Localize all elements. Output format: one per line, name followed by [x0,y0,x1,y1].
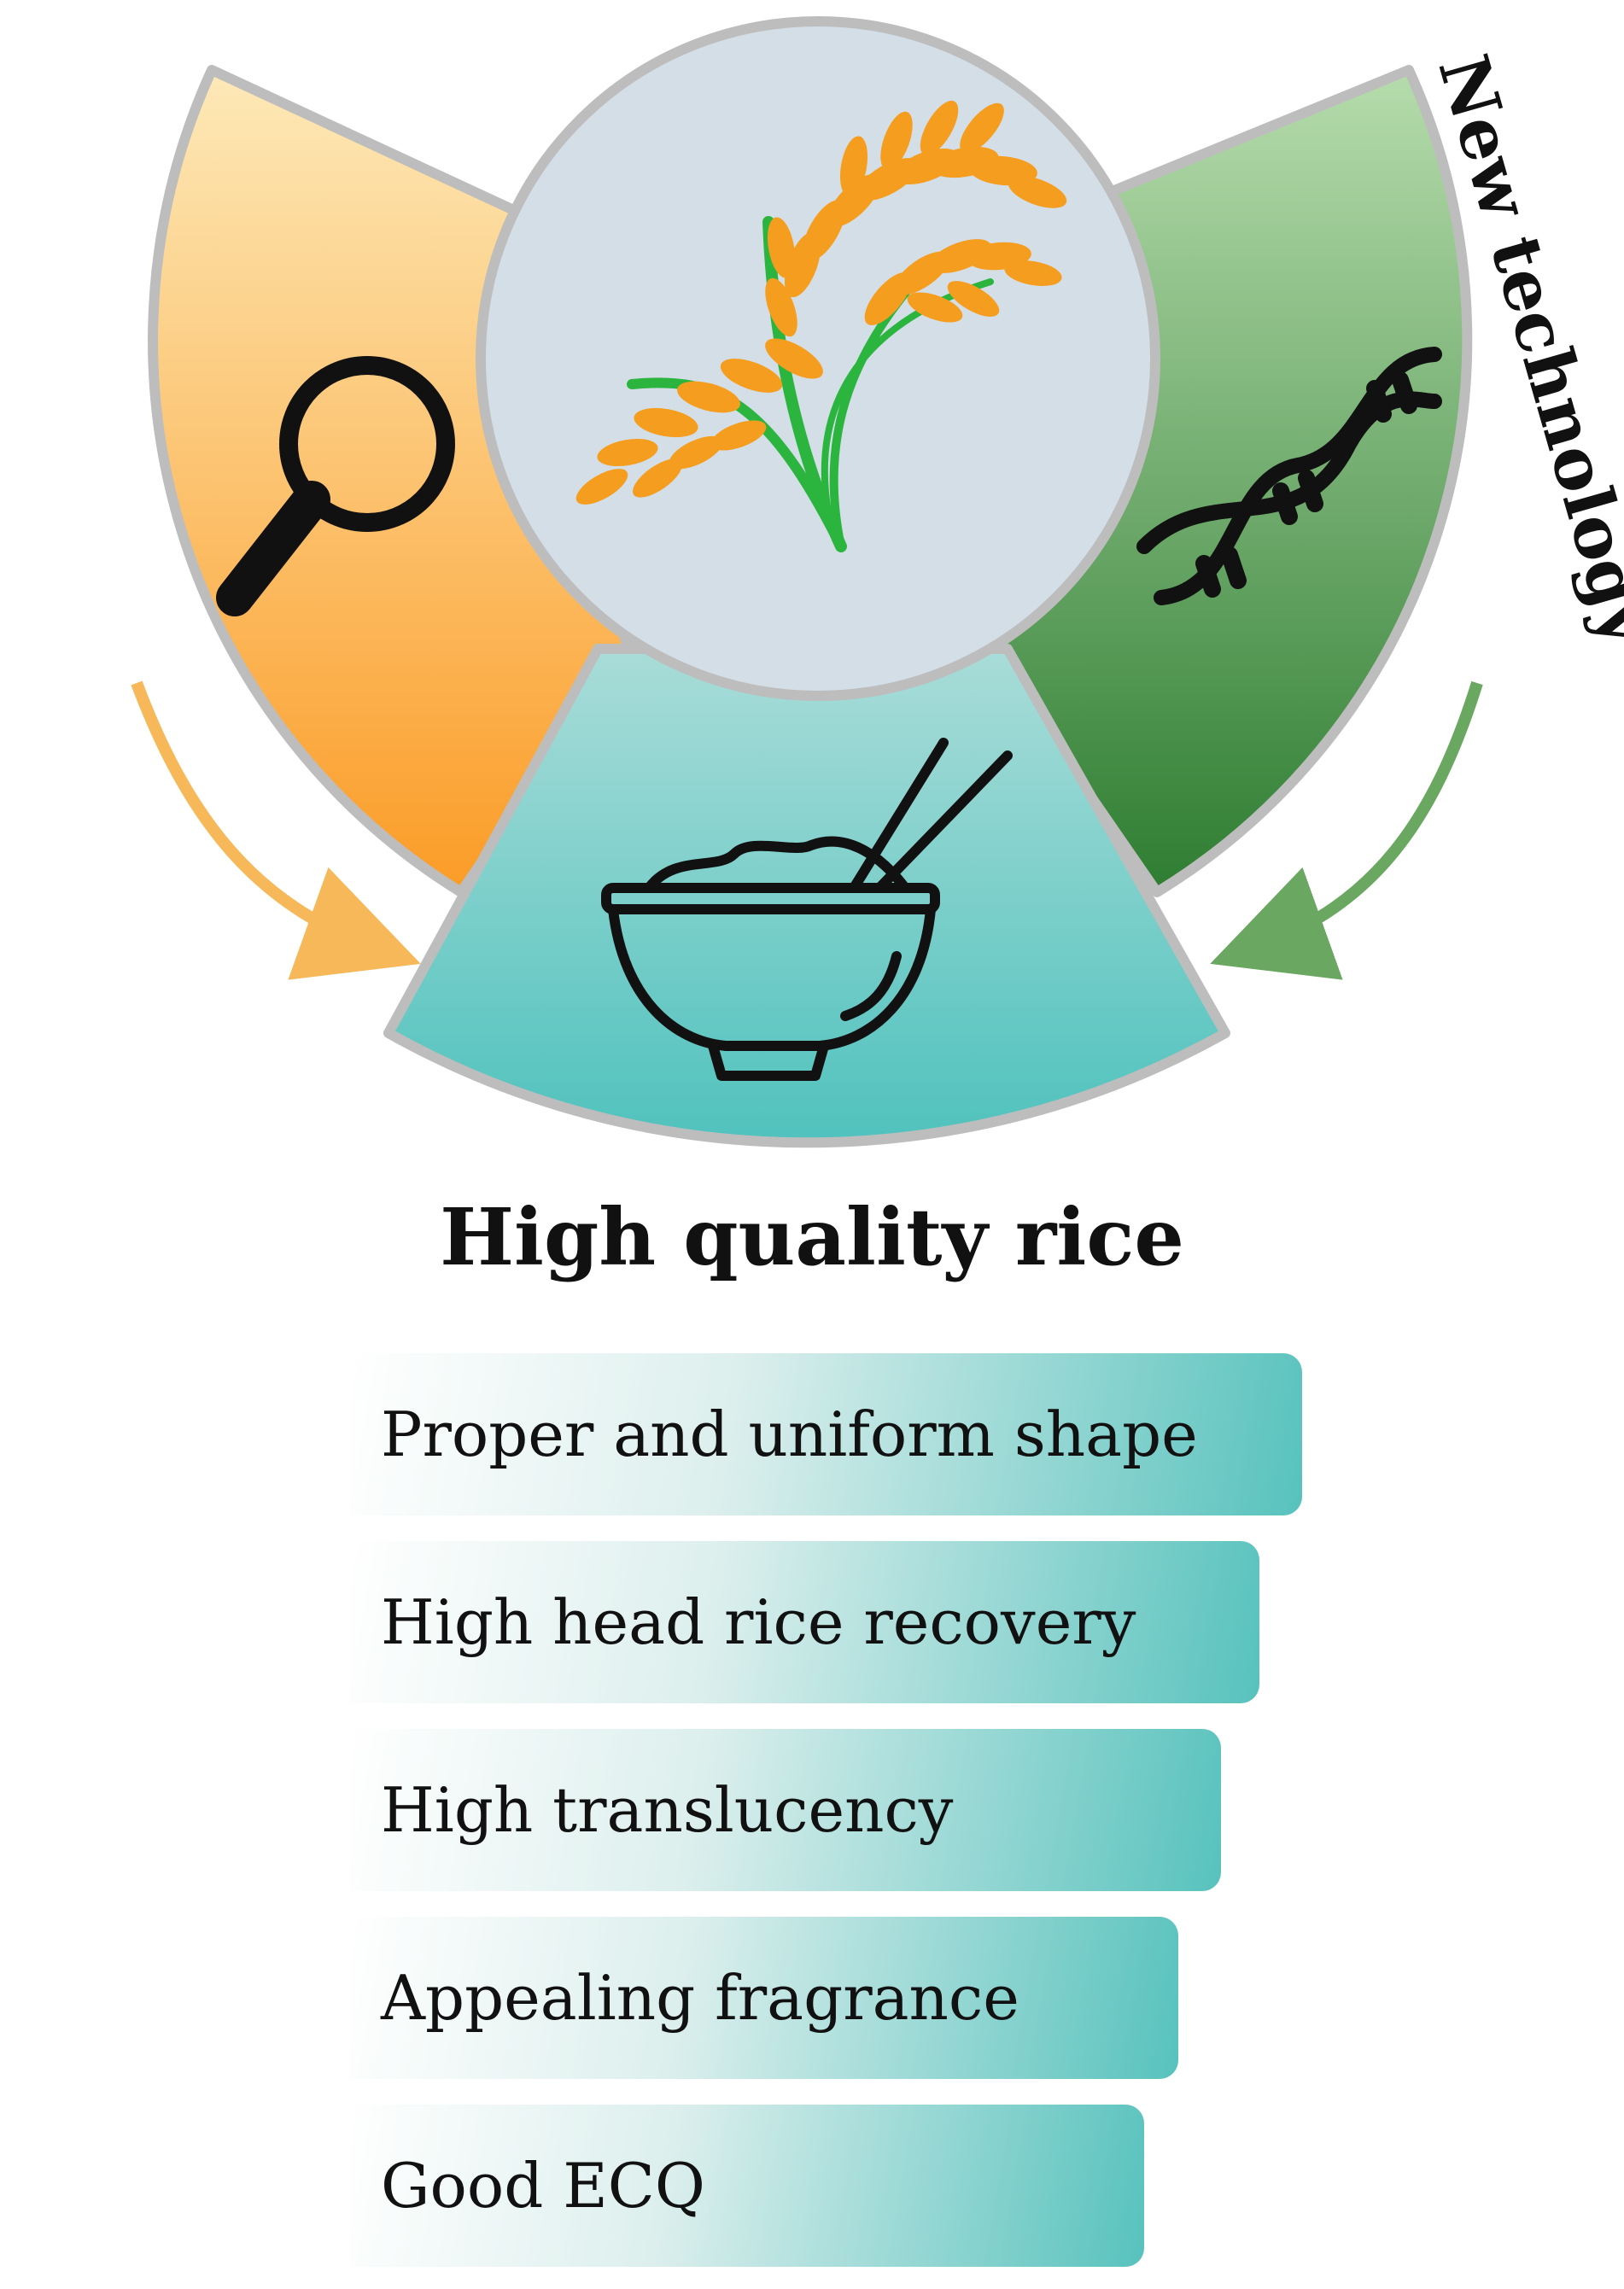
attribute-label: Appealing fragrance [381,1962,1019,2034]
attribute-box: Good ECQ [350,2105,1144,2267]
attribute-box: High head rice recovery [350,1541,1259,1703]
rice-plant-icon [575,100,1067,552]
attribute-label: High translucency [381,1774,954,1846]
attribute-label: Good ECQ [381,2150,705,2222]
rice-quality-diagram [131,16,1483,1148]
high-quality-rice-segment [383,644,1230,1148]
attribute-box: Proper and uniform shape [350,1353,1302,1515]
attribute-box: High translucency [350,1729,1221,1891]
new-technology-arrow [1210,680,1483,980]
main-title: High quality rice [440,1191,1184,1283]
attribute-label: High head rice recovery [381,1586,1136,1658]
dna-icon [1136,347,1442,605]
attribute-label: Proper and uniform shape [381,1399,1198,1470]
attribute-box: Appealing fragrance [350,1917,1178,2079]
basic-research-arrow [131,680,421,980]
center-circle [476,16,1160,701]
rice-bowl-icon [601,738,1013,1081]
magnifying-glass-icon [216,356,455,616]
